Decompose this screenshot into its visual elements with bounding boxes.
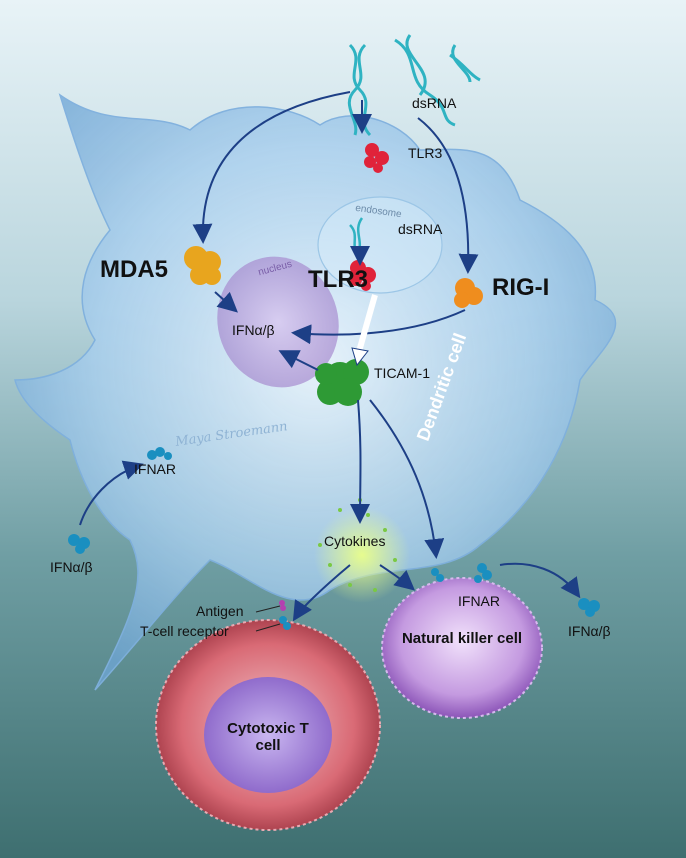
label-tcr: T-cell receptor	[140, 623, 229, 639]
t-cell-nucleus	[204, 677, 332, 793]
label-ifnar-left: IFNAR	[134, 461, 176, 477]
pathway-arrows	[79, 91, 581, 622]
label-leader-lines	[255, 605, 281, 632]
label-cytokines: Cytokines	[324, 533, 386, 549]
cytokine-glow	[314, 507, 410, 603]
label-tlr3-top: TLR3	[408, 145, 443, 161]
ticam-protein	[315, 359, 369, 406]
label-cytotoxic-t-cell: Cytotoxic T cell	[227, 720, 309, 755]
nk-receptor-2	[431, 568, 444, 582]
tcr-receptor	[279, 616, 291, 630]
label-ifnar-nk: IFNAR	[458, 593, 500, 609]
label-ticam: TICAM-1	[374, 365, 430, 381]
ifn-protein-left	[68, 534, 90, 554]
label-antigen: Antigen	[196, 603, 244, 619]
rigi-protein	[454, 278, 483, 308]
endosome	[317, 196, 443, 294]
label-ifn-right: IFNα/β	[568, 623, 611, 639]
label-nk-cell: Natural killer cell	[401, 630, 523, 647]
ifn-protein-right	[578, 598, 600, 617]
dendritic-cell-body	[14, 93, 617, 691]
label-tlr3-main: TLR3	[308, 266, 368, 293]
ifnar-protein-left	[147, 447, 172, 460]
label-mda5: MDA5	[100, 256, 169, 283]
nk-cell	[381, 577, 543, 719]
label-ifn-left: IFNα/β	[50, 559, 93, 575]
label-ifn-nucleus: IFNα/β	[232, 322, 275, 338]
tlr3-hollow-arrow	[351, 294, 378, 367]
antigen-marker	[279, 600, 286, 611]
label-dsrna-top: dsRNA	[412, 95, 457, 111]
label-dsrna-endosome: dsRNA	[398, 221, 443, 237]
nucleus	[217, 256, 339, 388]
ifnar-receptor-nk	[474, 563, 492, 583]
tlr3-protein-top	[364, 143, 389, 173]
label-rigi: RIG-I	[492, 274, 550, 301]
mda5-protein	[184, 246, 221, 285]
